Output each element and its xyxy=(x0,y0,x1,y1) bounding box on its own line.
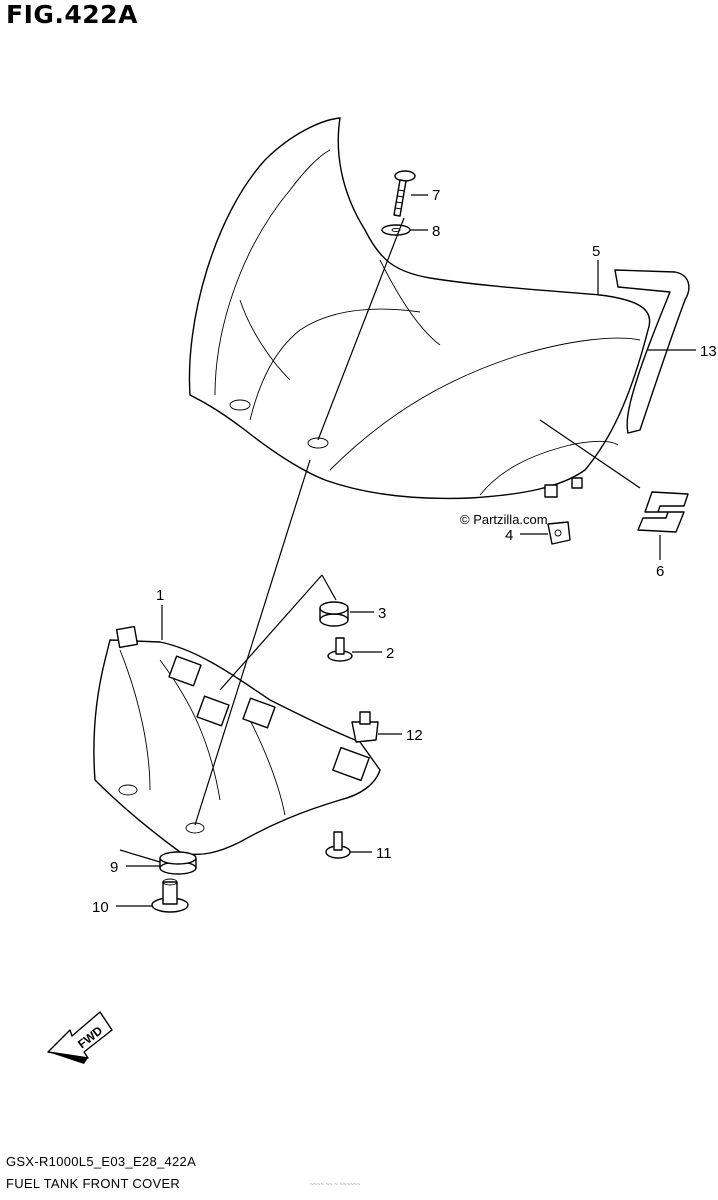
part-7-bolt[interactable] xyxy=(393,170,416,217)
callout-1: 1 xyxy=(156,587,164,604)
callout-8: 8 xyxy=(432,223,440,240)
callout-9: 9 xyxy=(110,859,118,876)
callout-7: 7 xyxy=(432,187,440,204)
assembly-lines xyxy=(119,217,405,863)
callout-3: 3 xyxy=(378,605,386,622)
part-4-clip-nut[interactable] xyxy=(547,521,571,545)
part-1-lower-bracket[interactable] xyxy=(93,625,381,856)
part-12-nut[interactable] xyxy=(351,711,379,743)
callout-leaders xyxy=(116,194,696,907)
part-11-collar-bolt[interactable] xyxy=(325,831,351,859)
callout-12: 12 xyxy=(406,727,423,744)
part-3-grommet[interactable] xyxy=(319,601,349,627)
callout-6: 6 xyxy=(656,563,664,580)
part-6-emblem[interactable] xyxy=(637,491,689,533)
footer-model-code: GSX-R1000L5_E03_E28_422A xyxy=(6,1154,197,1169)
callout-10: 10 xyxy=(92,899,109,916)
fwd-arrow-icon: FWD xyxy=(47,1011,113,1064)
callout-5: 5 xyxy=(592,243,600,260)
callout-11: 11 xyxy=(376,845,392,862)
figure-title: FIG.422A xyxy=(6,0,138,29)
footer-section-name: FUEL TANK FRONT COVER xyxy=(6,1176,181,1191)
part-5-front-cover[interactable] xyxy=(188,117,651,500)
footer-small-print: ~~~~ ~~ ~ ~~~~~~ xyxy=(310,1182,361,1188)
part-9-grommet[interactable] xyxy=(159,851,197,875)
callout-2: 2 xyxy=(386,645,394,662)
callout-13: 13 xyxy=(700,343,717,360)
watermark: © Partzilla.com xyxy=(460,512,548,527)
part-10-collar[interactable] xyxy=(151,878,189,913)
part-13-trim-strip[interactable] xyxy=(614,269,690,434)
part-8-washer[interactable] xyxy=(381,224,411,236)
part-2-collar[interactable] xyxy=(327,637,353,662)
callout-4: 4 xyxy=(505,527,513,544)
